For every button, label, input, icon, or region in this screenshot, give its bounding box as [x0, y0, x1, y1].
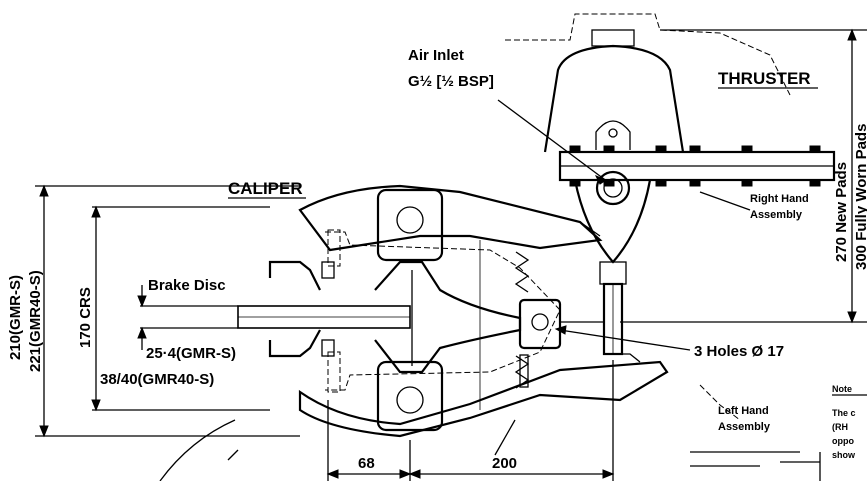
thruster-lug-hole [608, 128, 618, 138]
note-line: show [832, 450, 856, 460]
caliper-dashed-body [325, 231, 561, 391]
upper-pad-block [321, 261, 335, 279]
thruster-dashed-outline [505, 13, 791, 96]
air-inlet-bore [603, 178, 623, 198]
rh-arm-edge [579, 221, 601, 237]
holes-label: 3 Holes Ø 17 [694, 343, 784, 360]
note-line: (RH [832, 422, 848, 432]
holes-leader [559, 329, 691, 351]
arrow [91, 399, 101, 412]
rh-assembly-leader [699, 191, 751, 211]
lower-pivot-hole [396, 386, 424, 414]
air-inlet-spec: G½ [½ BSP] [408, 73, 494, 90]
dim-210-label: 210(GMR-S) [7, 275, 24, 360]
arrow [399, 469, 412, 479]
disc-arc [159, 419, 236, 481]
dimension-lines [35, 29, 867, 481]
flange-bolt [569, 145, 581, 153]
flange-bolt [689, 145, 701, 153]
disc-arc-arrow [227, 449, 239, 461]
lower-pivot-box [376, 360, 444, 432]
right-hand-assembly-label: Assembly [750, 209, 803, 221]
brake-disc-label: Brake Disc [148, 277, 226, 294]
air-inlet-leader [497, 99, 609, 183]
dim-68-label: 68 [358, 455, 375, 472]
arrow [594, 175, 608, 185]
dim-270-label: 270 New Pads [833, 162, 850, 262]
thruster-top-cap [591, 29, 635, 47]
left-hand-label: Left Hand [718, 405, 769, 417]
lower-pad-holder [268, 329, 321, 358]
air-inlet-title: Air Inlet [408, 47, 464, 64]
clevis [518, 298, 562, 350]
thruster-lower-bowl [573, 179, 652, 264]
pushrod-nut [599, 261, 627, 285]
thruster-label: THRUSTER [718, 69, 811, 88]
dim-300-label: 300 Fully Worn Pads [853, 124, 867, 270]
dim-170-crs-label: 170 CRS [77, 287, 94, 348]
caliper-assembly [268, 184, 669, 438]
lower-link [604, 353, 641, 363]
flange-bolt [655, 179, 667, 187]
flange-bolt [689, 179, 701, 187]
note-line: oppo [832, 436, 854, 446]
clevis-pin [531, 313, 549, 331]
right-hand-label: Right Hand [750, 193, 809, 205]
arrow [847, 311, 857, 324]
upper-pad-dashed [327, 229, 341, 267]
text-labels: Air Inlet G½ [½ BSP] THRUSTER CALIPER Ri… [7, 47, 867, 472]
air-inlet-fitting [595, 170, 631, 206]
lh-assembly-leader [494, 419, 516, 456]
arrow [847, 28, 857, 41]
arrow [137, 295, 147, 308]
flange-bolt [741, 179, 753, 187]
left-hand-assembly-label: Assembly [718, 421, 771, 433]
arrow [554, 325, 567, 335]
return-spring [514, 251, 530, 389]
upper-pad-holder [268, 260, 321, 291]
dim-221-label: 221(GMR40-S) [27, 270, 44, 372]
caliper-label: CALIPER [228, 179, 303, 198]
arrow [602, 469, 615, 479]
arrow [137, 326, 147, 339]
thruster-assembly [505, 13, 836, 356]
lh-assembly-dashed [699, 384, 741, 421]
flange-bolt [655, 145, 667, 153]
thruster-dome [543, 44, 685, 153]
arrow [408, 469, 421, 479]
arrow [39, 184, 49, 197]
note-line: The c [832, 408, 856, 418]
upper-pivot-hole [396, 206, 424, 234]
upper-caliper-arm [298, 184, 603, 252]
flange-bolt [741, 145, 753, 153]
thruster-lug [595, 120, 631, 150]
arrow [326, 469, 339, 479]
disc-thickness-gmr-s: 25·4(GMR-S) [146, 345, 236, 362]
lower-caliper-arm [298, 360, 669, 438]
arrow [91, 205, 101, 218]
upper-pivot-box [376, 188, 444, 262]
arrowheads [39, 28, 857, 479]
disc-thickness-gmr40-s: 38/40(GMR40-S) [100, 371, 214, 388]
note-title: Note [832, 384, 852, 394]
lower-pad-dashed [327, 351, 341, 393]
flange-bolt [809, 179, 821, 187]
arrow [39, 425, 49, 438]
brake-disc [237, 305, 411, 329]
flange-bolt [603, 145, 615, 153]
dim-200-label: 200 [492, 455, 517, 472]
flange-bolt [809, 145, 821, 153]
spring-housing [519, 354, 529, 388]
